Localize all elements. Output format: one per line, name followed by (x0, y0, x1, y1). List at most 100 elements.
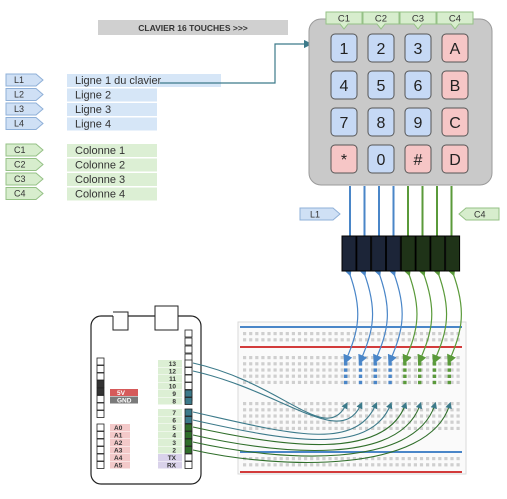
keypad-col-tag-c1: C1 (325, 11, 363, 30)
keypad-col-tag-c2: C2 (362, 11, 400, 30)
keypad-col-tag-c4: C4 (436, 11, 474, 30)
col-label: Colonne 1 (75, 145, 125, 157)
key-D[interactable]: D (441, 144, 469, 174)
svg-text:C4: C4 (449, 14, 461, 25)
key-8[interactable]: 8 (367, 107, 395, 137)
col-label: Colonne 2 (75, 160, 125, 172)
power-pin-5v: 5V (117, 390, 126, 397)
row-tag (5, 73, 44, 87)
digital-pin-11: 11 (169, 376, 176, 383)
key-label: D (449, 152, 461, 169)
row-label-bg (67, 117, 157, 131)
key-5[interactable]: 5 (367, 70, 395, 100)
key-A[interactable]: A (441, 33, 469, 63)
key-7[interactable]: 7 (330, 107, 358, 137)
row-label: Ligne 2 (75, 90, 111, 102)
col-tag-label: C2 (14, 160, 26, 170)
arduino-cables (192, 362, 452, 463)
key-label: 7 (340, 115, 349, 132)
ribbon-wires (349, 186, 453, 236)
key-2[interactable]: 2 (367, 33, 395, 63)
digital-pin-8: 8 (172, 399, 176, 406)
digital-pin-7: 7 (172, 410, 176, 417)
col-tag-label: C4 (14, 189, 26, 199)
key-4[interactable]: 4 (330, 70, 358, 100)
col-label-bg (67, 144, 157, 157)
power-jack (154, 305, 179, 331)
title-text: CLAVIER 16 TOUCHES >>> (138, 23, 248, 33)
key-label: 5 (377, 78, 386, 95)
key-*[interactable]: * (330, 144, 358, 174)
row-tag-label: L2 (14, 90, 24, 100)
analog-pin-a2: A2 (114, 440, 123, 447)
key-C[interactable]: C (441, 107, 469, 137)
key-label: 9 (414, 115, 423, 132)
key-label: 8 (377, 115, 386, 132)
key-label: 3 (414, 41, 423, 58)
digital-pin-6: 6 (172, 418, 176, 425)
key-label: 0 (377, 152, 386, 169)
digital-pin-9: 9 (172, 391, 176, 398)
legend-row-l2: L2 Ligne 2 (5, 88, 157, 102)
col-label: Colonne 3 (75, 174, 125, 186)
key-label: B (450, 78, 461, 95)
row-tag (5, 102, 44, 116)
col-label: Colonne 4 (75, 189, 125, 201)
digital-pin-tx: TX (168, 455, 177, 462)
analog-pin-a0: A0 (114, 425, 123, 432)
wire-tag-l1: L1 (299, 207, 341, 221)
key-label: # (414, 152, 423, 169)
row-label-bg (67, 88, 157, 102)
title-banner: CLAVIER 16 TOUCHES >>> (98, 20, 288, 35)
wire-tag-c4: C4 (458, 207, 500, 221)
row-tag-label: L1 (14, 75, 24, 85)
key-label: 1 (340, 41, 349, 58)
key-9[interactable]: 9 (404, 107, 432, 137)
key-1[interactable]: 1 (330, 33, 358, 63)
col-label-bg (67, 187, 157, 201)
key-6[interactable]: 6 (404, 70, 432, 100)
digital-pin-12: 12 (169, 369, 177, 376)
col-tag (5, 187, 44, 200)
digital-pin-10: 10 (169, 384, 177, 391)
power-pin-gnd: GND (117, 398, 132, 405)
key-3[interactable]: 3 (404, 33, 432, 63)
analog-pin-a1: A1 (114, 433, 123, 440)
col-label-bg (67, 158, 157, 172)
row-tag (5, 88, 44, 101)
legend-row-l1: L1 Ligne 1 du clavier (5, 73, 221, 87)
key-label: 4 (340, 78, 349, 95)
key-label: A (450, 41, 461, 58)
col-tag (5, 158, 44, 171)
digital-pin-4: 4 (172, 433, 176, 440)
keypad-connector (341, 235, 461, 272)
col-tag (5, 143, 44, 157)
row-tag (5, 117, 44, 130)
key-0[interactable]: 0 (367, 144, 395, 174)
key-label: 6 (414, 78, 423, 95)
analog-pin-a5: A5 (114, 463, 123, 470)
digital-pin-2: 2 (172, 448, 176, 455)
row-label: Ligne 1 du clavier (75, 75, 162, 87)
svg-text:C3: C3 (412, 14, 424, 25)
row-label-bg (67, 74, 221, 87)
l1-pointer-line (160, 39, 313, 84)
col-tag (5, 172, 44, 186)
key-label: * (341, 152, 347, 169)
key-label: C (449, 115, 461, 132)
key-#[interactable]: # (404, 144, 432, 174)
digital-pin-5: 5 (172, 425, 176, 432)
legend-col-c4: C4 Colonne 4 (5, 187, 157, 201)
row-tag-label: L3 (14, 104, 24, 114)
digital-pin-rx: RX (167, 463, 177, 470)
svg-text:C4: C4 (474, 210, 486, 220)
key-B[interactable]: B (441, 70, 469, 100)
